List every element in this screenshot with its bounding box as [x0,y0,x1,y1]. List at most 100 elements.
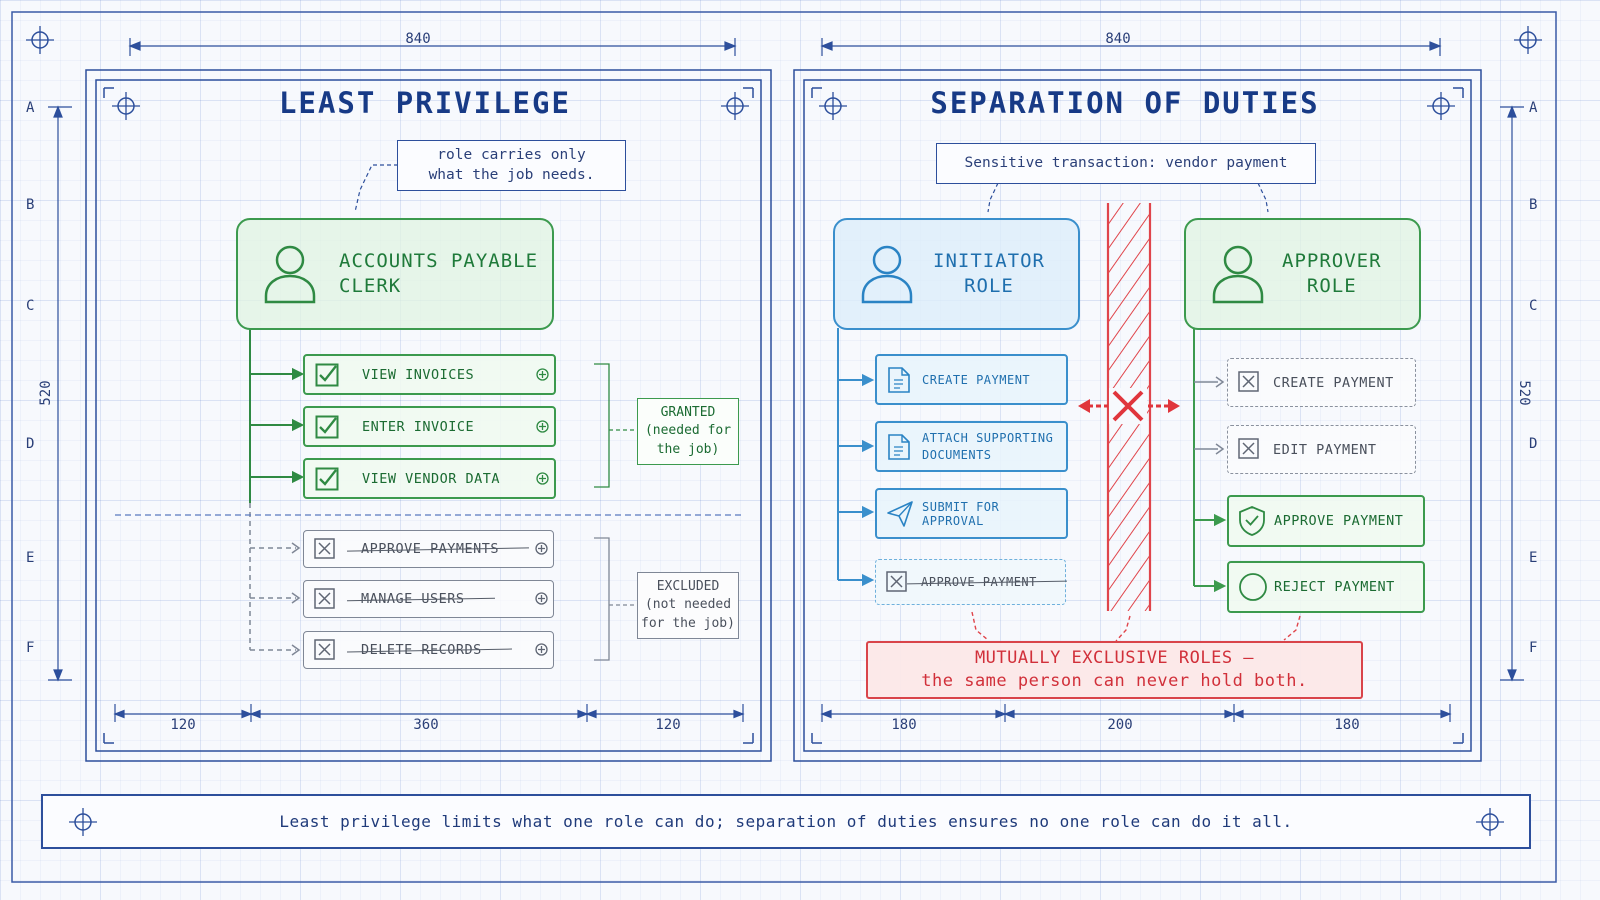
tag-line: GRANTED [660,405,716,421]
checkbox-x-icon [314,639,335,660]
add-circle-icon [535,643,548,656]
role-name-line: ACCOUNTS PAYABLE [339,250,539,272]
dimension-left-col-2: 360 [413,717,439,733]
add-circle-icon [536,368,549,381]
user-icon [264,245,316,304]
row-label: F [1529,640,1538,656]
row-label: B [26,197,35,213]
dimension-left-height: 520 [38,380,54,406]
row-label: E [1529,550,1538,566]
add-circle-icon [536,420,549,433]
footer-caption-box: Least privilege limits what one role can… [41,794,1531,849]
permission-label: SUBMIT FOR APPROVAL [922,499,1000,528]
row-label: D [1529,436,1538,452]
row-label: C [26,298,35,314]
send-icon [887,501,913,527]
user-icon [1212,245,1264,304]
role-name: ACCOUNTS PAYABLE CLERK [339,249,538,298]
permission-label: EDIT PAYMENT [1273,441,1377,458]
excluded-tag: EXCLUDED (not needed for the job) [637,572,739,639]
initiator-create-payment: CREATE PAYMENT [875,354,1068,405]
document-icon [888,367,910,393]
checkbox-checked-icon [315,415,339,439]
approver-approve-payment: APPROVE PAYMENT [1227,495,1425,547]
alert-line: MUTUALLY EXCLUSIVE ROLES — [974,648,1255,669]
approver-reject-payment: REJECT PAYMENT [1227,561,1425,613]
note-line: what the job needs. [428,166,595,183]
permission-manage-users: MANAGE USERS [303,580,554,618]
checkbox-x-icon [1238,438,1259,459]
role-name: APPROVER ROLE [1282,249,1382,298]
role-card-approver: APPROVER ROLE [1184,218,1421,330]
row-label: F [26,640,35,656]
crosshair-icon [69,808,97,836]
add-circle-icon [535,592,548,605]
conflict-x-icon [1078,388,1180,424]
checkbox-x-icon [886,571,907,592]
permission-label: APPROVE PAYMENT [1274,513,1404,529]
row-label: A [1529,100,1538,116]
checkbox-x-icon [1238,371,1259,392]
permission-label: VIEW VENDOR DATA [362,470,501,487]
least-privilege-note: role carries only what the job needs. [397,140,626,191]
permission-label: DELETE RECORDS [361,642,482,658]
crosshair-icon [1476,808,1504,836]
checkbox-x-icon [314,538,335,559]
least-privilege-title: LEAST PRIVILEGE [279,86,571,120]
crosshair-icon [1514,26,1542,54]
permission-label-line: ATTACH SUPPORTING [922,431,1054,446]
tag-line: (needed for [644,423,732,439]
dimension-right-col-3: 180 [1334,717,1360,733]
crosshair-icon [819,92,847,120]
crosshair-icon [721,92,749,120]
crosshair-icon [26,26,54,54]
row-label: E [26,550,35,566]
role-name: INITIATOR ROLE [933,249,1045,298]
shield-check-icon [1239,506,1265,536]
permission-label: APPROVE PAYMENT [921,575,1037,589]
user-icon [861,245,913,304]
granted-tag: GRANTED (needed for the job) [637,398,739,465]
initiator-approve-payment-denied: APPROVE PAYMENT [875,559,1066,605]
dimension-left-col-3: 120 [655,717,681,733]
permission-view-invoices: VIEW INVOICES [303,354,556,395]
approver-edit-payment-denied: EDIT PAYMENT [1227,425,1416,474]
role-name-line: ROLE [1306,274,1357,297]
role-name-line: APPROVER [1282,250,1382,272]
add-circle-icon [536,472,549,485]
permission-approve-payments: APPROVE PAYMENTS [303,530,554,568]
tag-line: for the job) [641,615,735,631]
sensitive-transaction-note: Sensitive transaction: vendor payment [936,143,1316,184]
separation-of-duties-title: SEPARATION OF DUTIES [930,86,1320,120]
permission-label: MANAGE USERS [361,591,465,607]
permission-label: CREATE PAYMENT [922,372,1031,387]
permission-delete-records: DELETE RECORDS [303,631,554,669]
role-card-accounts-payable-clerk: ACCOUNTS PAYABLE CLERK [236,218,554,330]
alert-line: the same person can never hold both. [921,671,1308,691]
permission-view-vendor-data: VIEW VENDOR DATA [303,458,556,499]
footer-caption: Least privilege limits what one role can… [279,812,1293,831]
initiator-submit-for-approval: SUBMIT FOR APPROVAL [875,488,1068,539]
role-name-line: ROLE [964,274,1014,297]
row-label: C [1529,298,1538,314]
row-label: D [26,436,35,452]
dimension-right-col-1: 180 [891,717,917,733]
checkbox-checked-icon [315,363,339,387]
permission-enter-invoice: ENTER INVOICE [303,406,556,447]
mutually-exclusive-roles-alert: MUTUALLY EXCLUSIVE ROLES — the same pers… [866,641,1363,699]
tag-line: the job) [656,441,720,457]
tag-line: EXCLUDED [656,579,720,595]
add-circle-icon [535,542,548,555]
initiator-attach-supporting-documents: ATTACH SUPPORTING DOCUMENTS [875,421,1068,472]
row-label: A [26,100,35,116]
permission-label: VIEW INVOICES [362,366,475,383]
dimension-right-width: 840 [1105,31,1131,47]
dimension-left-width: 840 [405,31,431,47]
role-name-line: INITIATOR [933,250,1045,272]
role-name-line: CLERK [339,274,402,297]
permission-label: ATTACH SUPPORTING DOCUMENTS [922,430,1053,462]
note-line: role carries only [437,146,586,163]
approver-create-payment-denied: CREATE PAYMENT [1227,358,1416,407]
role-card-initiator: INITIATOR ROLE [833,218,1080,330]
